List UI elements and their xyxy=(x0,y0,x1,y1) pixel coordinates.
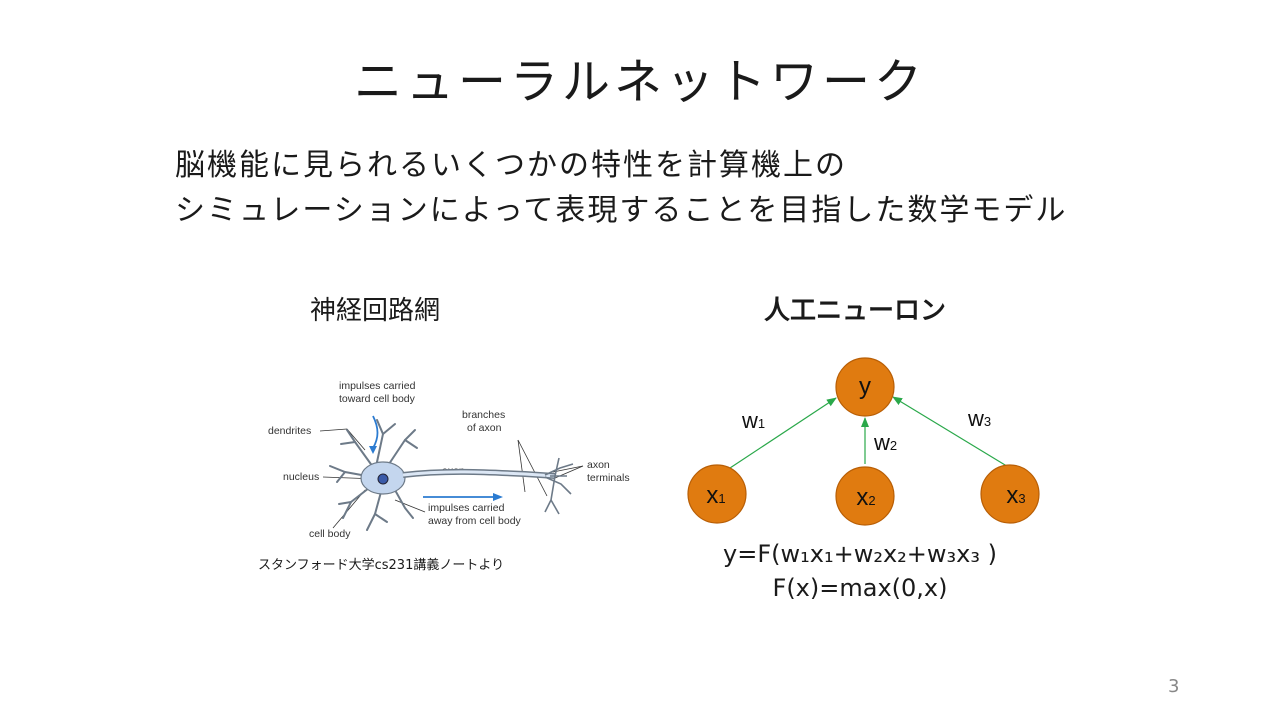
image-credit: スタンフォード大学cs231講義ノートより xyxy=(258,558,505,573)
node-y-label: y xyxy=(859,373,871,400)
node-y xyxy=(835,357,895,417)
node-x1 xyxy=(687,464,747,524)
artificial-neuron-heading: 人工ニューロン xyxy=(764,296,947,326)
node-x3-label: x3 xyxy=(1006,482,1025,509)
subtitle-line-1: 脳機能に見られるいくつかの特性を計算機上の xyxy=(175,148,847,183)
weight-w1: w1 xyxy=(741,408,765,433)
neural-circuit-heading: 神経回路網 xyxy=(310,296,441,326)
label-branches: branches xyxy=(462,409,505,421)
node-x1-label: x1 xyxy=(706,482,725,509)
label-impulses-toward-2: toward cell body xyxy=(339,393,416,405)
label-axon-terminals: axon xyxy=(587,459,610,471)
label-dendrites: dendrites xyxy=(268,425,311,437)
weight-w3: w3 xyxy=(967,406,991,431)
label-impulses-away: impulses carried xyxy=(428,502,505,514)
page-number: 3 xyxy=(1168,676,1180,697)
label-axon-terminals-2: terminals xyxy=(587,472,630,484)
label-nucleus: nucleus xyxy=(283,471,319,483)
slide-title: ニューラルネットワーク xyxy=(353,54,926,110)
weight-w2: w2 xyxy=(873,430,897,455)
subtitle-line-2: シミュレーションによって表現することを目指した数学モデル xyxy=(175,193,1068,228)
formula-output: y=F(w₁x₁+w₂x₂+w₃x₃ ) xyxy=(723,540,997,568)
edge-x3-y xyxy=(892,396,1011,469)
label-impulses-toward: impulses carried xyxy=(339,380,416,392)
node-x3 xyxy=(980,464,1040,524)
node-x2 xyxy=(835,466,895,526)
biological-neuron-diagram: impulses carried toward cell body dendri… xyxy=(268,380,630,540)
formula-activation: F(x)=max(0,x) xyxy=(772,574,948,602)
edge-x1-y xyxy=(729,397,837,469)
label-cell-body: cell body xyxy=(309,528,351,540)
label-impulses-away-2: away from cell body xyxy=(428,515,522,527)
label-branches-2: of axon xyxy=(467,422,502,434)
node-x2-label: x2 xyxy=(856,484,875,511)
artificial-neuron-diagram: y x1 x2 x3 w1 w2 w3 xyxy=(687,357,1040,526)
